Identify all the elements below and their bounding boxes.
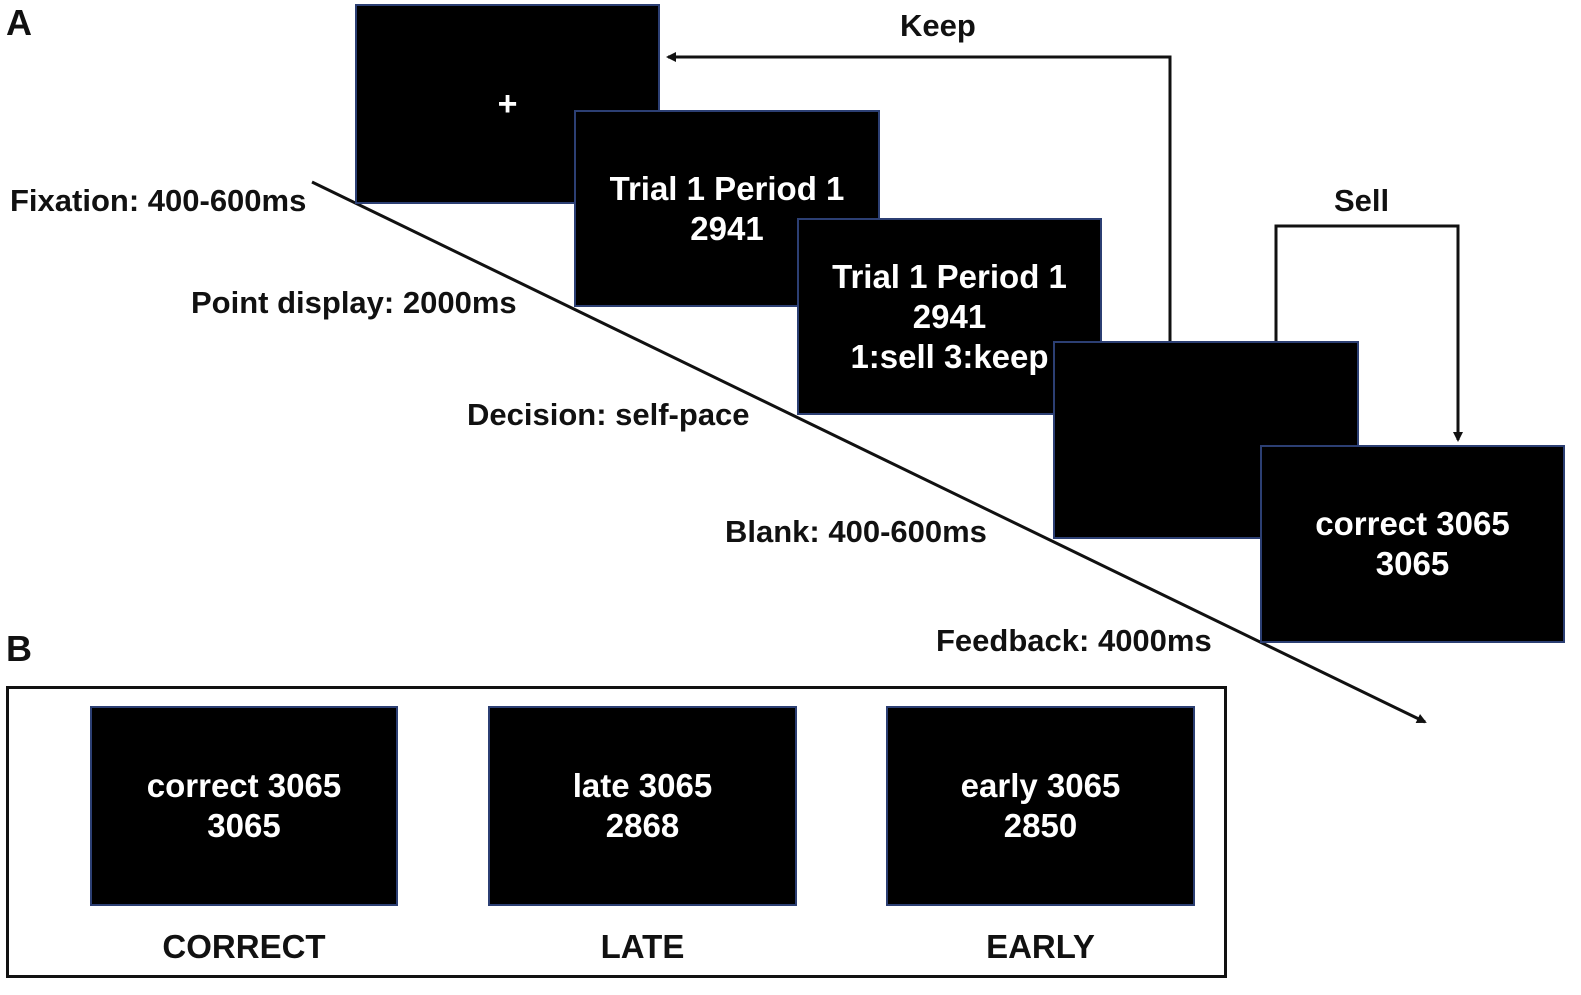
outcome-result: early 3065 [960, 767, 1121, 804]
stage-label-blank: Blank: 400-600ms [725, 514, 987, 549]
outcome-points: 2850 [1003, 807, 1078, 844]
screen-points: 2941 [690, 209, 764, 247]
keep-loop-arrow [666, 52, 1172, 343]
sell-label: Sell [1334, 183, 1390, 218]
screen-points: 2941 [912, 297, 987, 335]
stage-label-feedback: Feedback: 4000ms [936, 623, 1212, 658]
outcome-result: correct 3065 [146, 767, 342, 804]
feedback-screen: correct 3065 3065 [1260, 445, 1565, 643]
decision-screen: Trial 1 Period 1 2941 1:sell 3:keep [797, 218, 1102, 415]
panel-label-b: B [6, 628, 32, 669]
outcome-screen-late: late 3065 2868 [488, 706, 797, 906]
panel-label-a: A [6, 2, 32, 43]
screen-trial-label: Trial 1 Period 1 [832, 257, 1067, 295]
keep-label: Keep [900, 8, 976, 43]
outcome-result: late 3065 [572, 767, 713, 804]
screen-choice-options: 1:sell 3:keep [850, 337, 1049, 375]
outcome-examples-box [6, 686, 1227, 978]
outcome-points: 3065 [207, 807, 281, 844]
screen-trial-label: Trial 1 Period 1 [609, 169, 845, 207]
outcome-screen-early: early 3065 2850 [886, 706, 1195, 906]
feedback-result: correct 3065 [1315, 505, 1510, 542]
timeline-arrow [311, 180, 1427, 724]
outcome-caption-correct: CORRECT [162, 928, 326, 965]
stage-label-point-display: Point display: 2000ms [191, 285, 517, 320]
stage-label-decision: Decision: self-pace [467, 397, 750, 432]
outcome-screen-correct: correct 3065 3065 [90, 706, 398, 906]
outcome-points: 2868 [605, 807, 680, 844]
fixation-cross: + [497, 85, 518, 123]
sell-path-arrow [1274, 224, 1463, 442]
stage-label-fixation: Fixation: 400-600ms [10, 183, 307, 218]
feedback-points: 3065 [1375, 545, 1450, 582]
outcome-caption-early: EARLY [986, 928, 1095, 965]
outcome-caption-late: LATE [600, 928, 685, 965]
